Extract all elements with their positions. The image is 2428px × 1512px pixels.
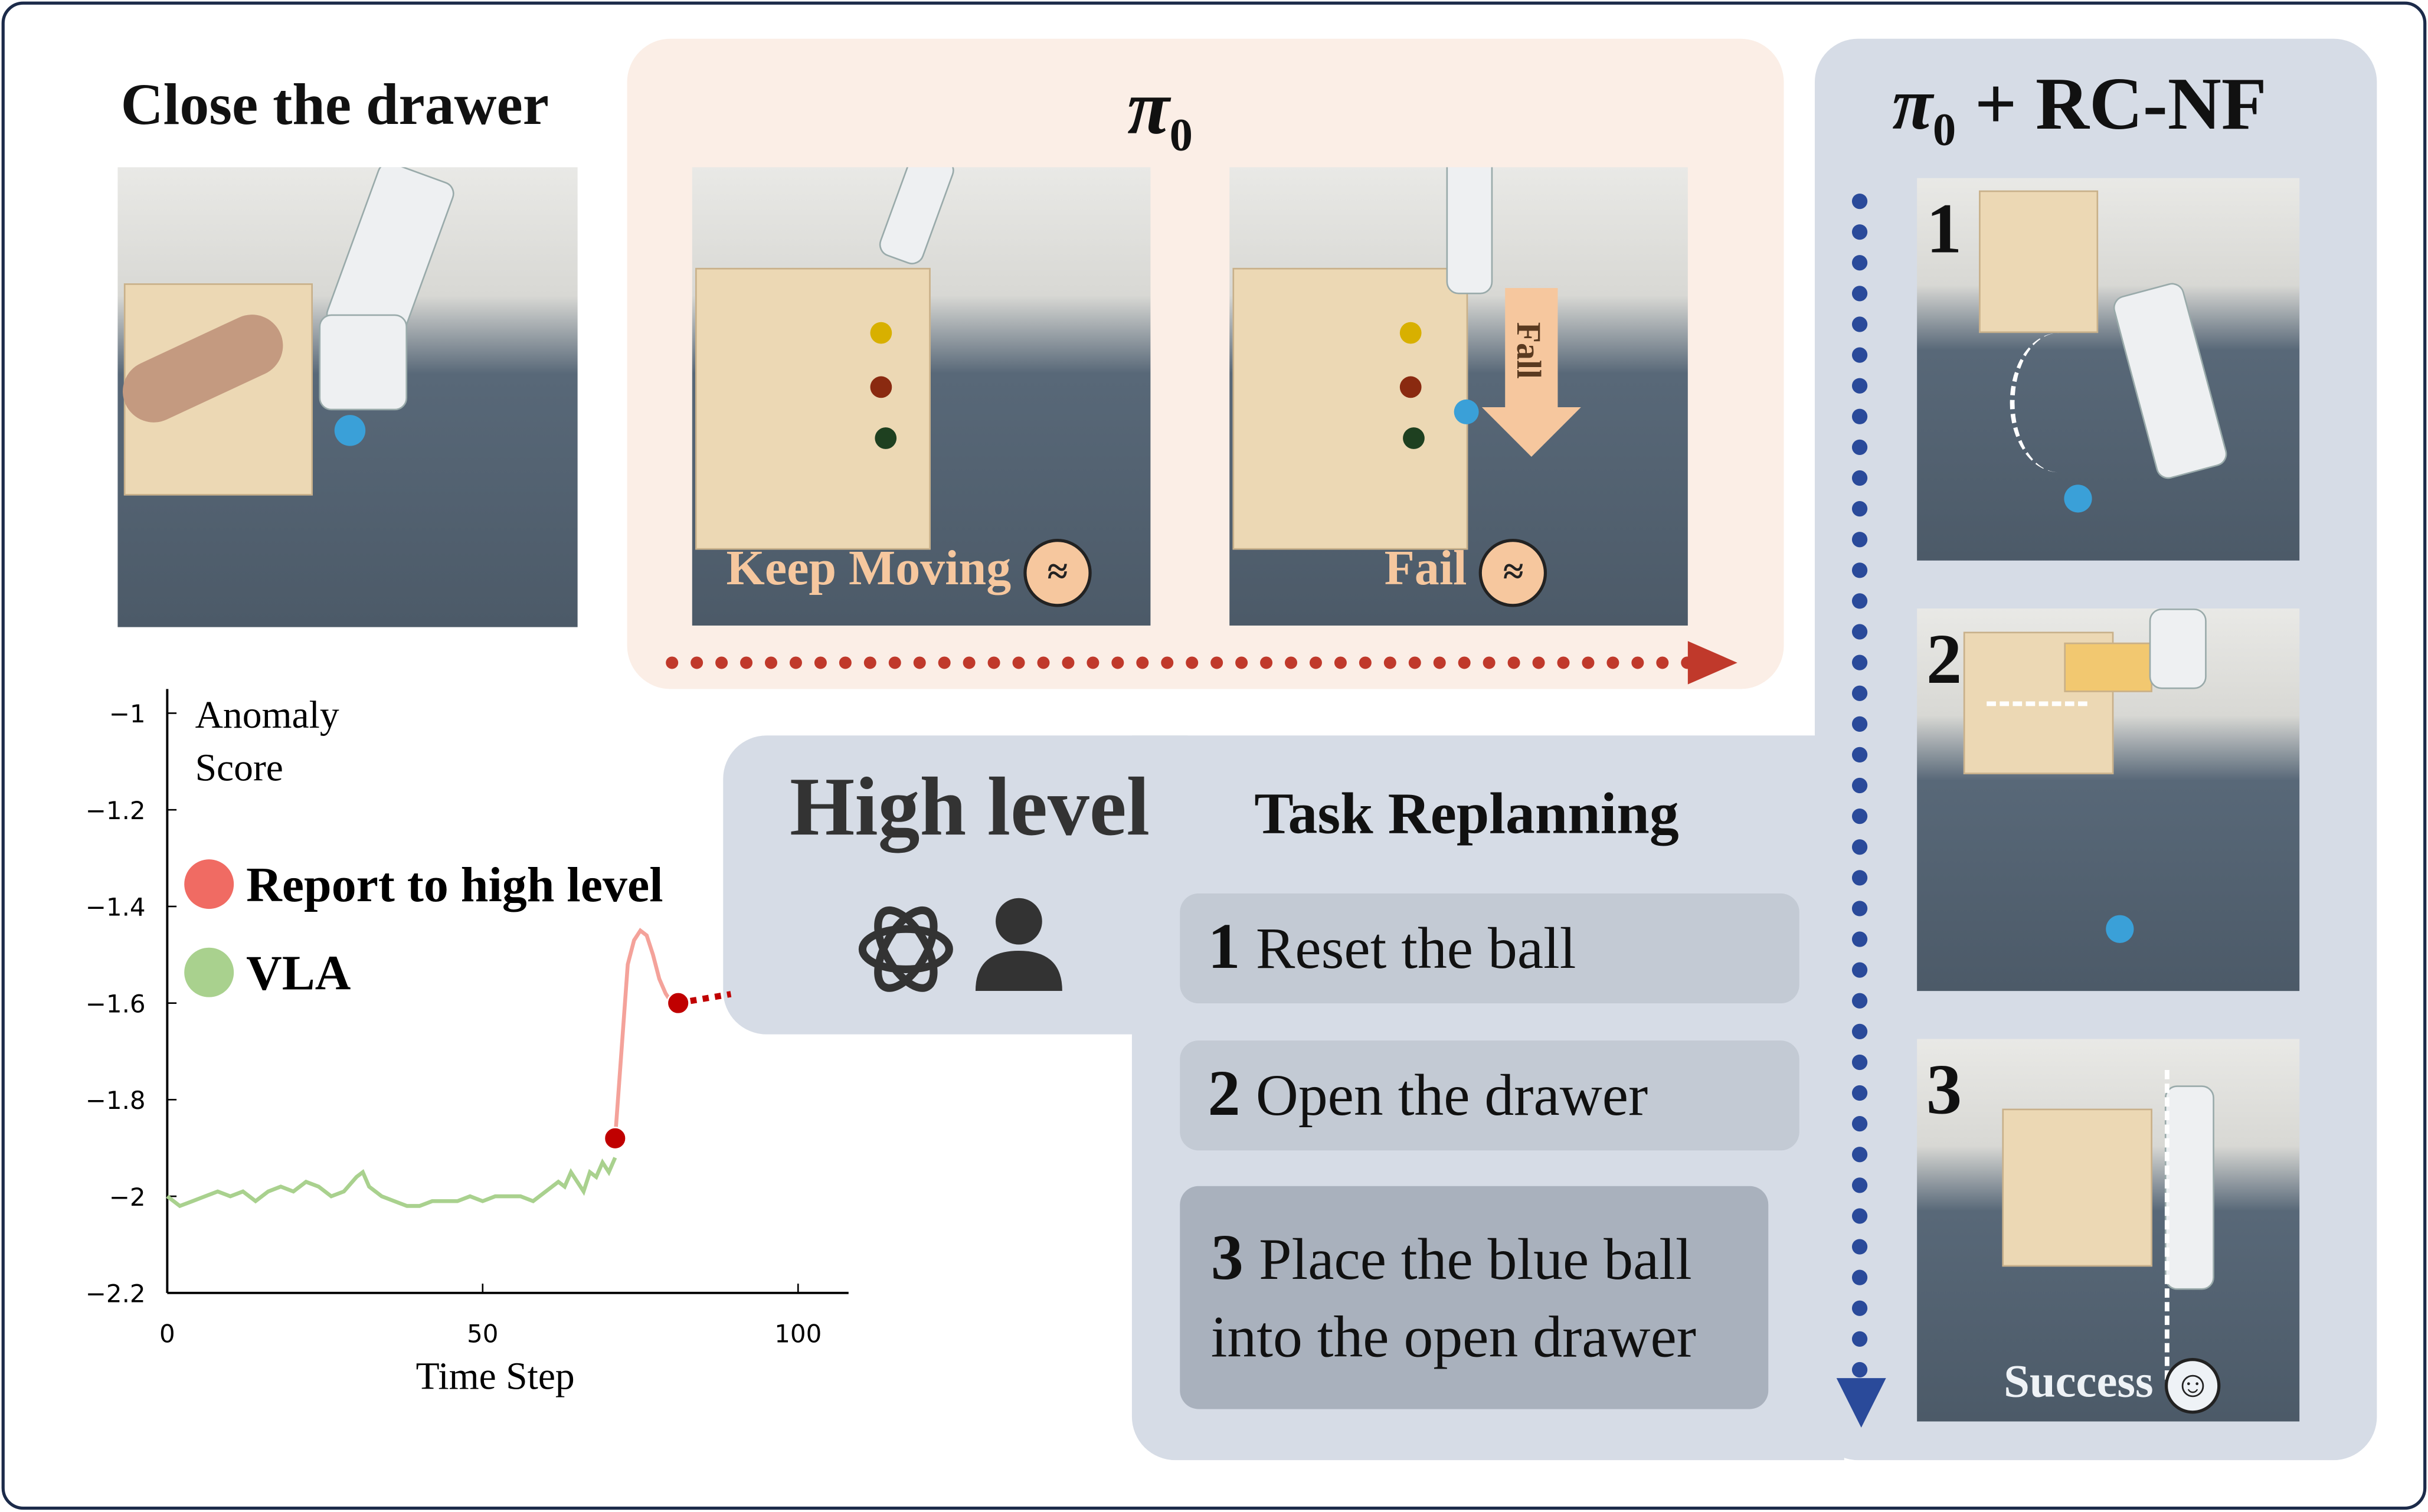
smile-face-icon: ☺ [2165,1358,2221,1414]
x-tick-label: 0 [159,1320,175,1349]
replanning-title: Task Replanning [1254,781,1679,847]
y-tick-label: −1.2 [86,796,146,825]
baseline-photo-keep-moving: Keep Moving ≈ [692,167,1151,626]
person-icon [975,898,1062,991]
task-title: Close the drawer [120,73,549,138]
y-tick-label: −1.8 [86,1086,146,1115]
arrow-down-icon [1836,1378,1886,1428]
report-marker [603,1127,627,1150]
baseline-photo-fail: Fall Fail ≈ [1229,167,1688,626]
x-axis-label: Time Step [416,1355,575,1398]
legend-label: Report to high level [246,858,663,912]
x-tick-label: 100 [774,1320,822,1349]
y-tick-label: −2.2 [86,1279,146,1308]
y-tick-label: −2 [109,1183,146,1212]
series-line-vla [166,1157,617,1209]
high-level-panel [723,735,1188,1035]
progress-arrow [1851,193,1868,1379]
arrow-head-icon [1687,641,1737,685]
rcnf-step-1-photo: 1 [1917,178,2300,561]
worried-face-icon: ≈ [1023,539,1092,607]
step-number: 2 [1926,619,1962,699]
caption-fail: Fail ≈ [1385,539,1547,607]
baseline-title: π0 [1127,63,1193,161]
timeline-arrow [666,656,1694,669]
legend-label: VLA [246,946,351,1001]
x-tick-label: 50 [467,1320,498,1349]
high-level-title: High level [790,760,1150,853]
rcnf-step-2-photo: 2 [1917,608,2300,991]
report-connector [678,991,732,1006]
caption-success: Success ☺ [2004,1356,2221,1414]
rcnf-title: π0 + RC-NF [1892,63,2267,156]
report-marker [666,991,690,1015]
y-tick-label: −1.6 [86,989,146,1018]
legend-marker [184,947,234,997]
legend-marker [184,859,234,909]
rcnf-step-3-photo: 3 Success ☺ [1917,1039,2300,1422]
y-tick-label: −1.4 [86,893,146,922]
caption-keep-moving: Keep Moving ≈ [727,539,1092,607]
fall-arrow-icon [1505,288,1558,412]
fall-label: Fall [1510,322,1549,379]
step-number: 1 [1926,189,1962,268]
openai-logo-icon [858,906,953,992]
worried-face-icon: ≈ [1479,539,1547,607]
y-tick-label: −1 [109,699,146,728]
series-line-report-to-high-level [613,928,679,1139]
step-number: 3 [1926,1049,1962,1129]
initial-scene-photo [117,167,578,627]
